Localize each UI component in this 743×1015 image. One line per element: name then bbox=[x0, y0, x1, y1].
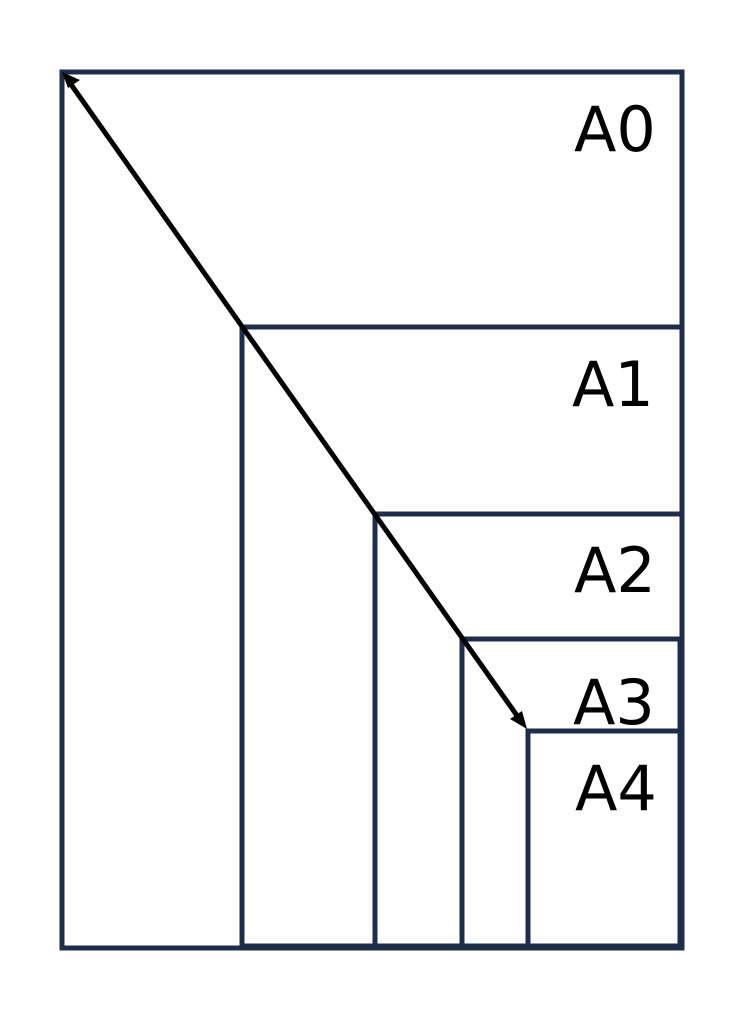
sheet-label-a4: A4 bbox=[575, 752, 657, 825]
arrow-head-top-left bbox=[62, 72, 80, 88]
sheet-label-a2: A2 bbox=[574, 534, 656, 607]
sheet-label-a1: A1 bbox=[572, 348, 654, 421]
diagonal-arrow-line bbox=[67, 81, 521, 719]
arrow-head-bottom-right bbox=[510, 711, 527, 729]
sheet-a4-outline bbox=[525, 728, 683, 949]
sheet-label-a3: A3 bbox=[573, 666, 655, 739]
sheet-label-a0: A0 bbox=[574, 93, 656, 166]
